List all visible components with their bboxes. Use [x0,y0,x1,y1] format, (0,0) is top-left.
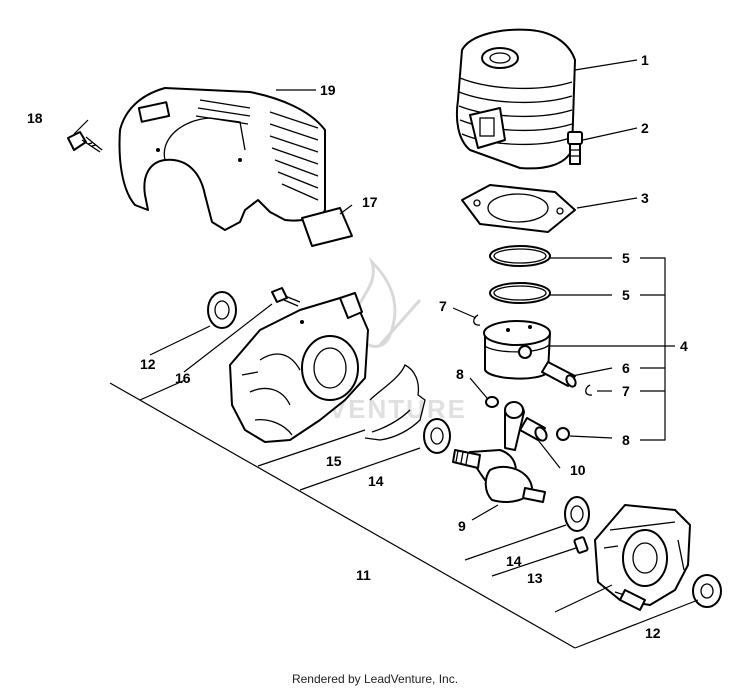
leader-lines [73,59,699,649]
callout-8-right: 8 [622,432,630,448]
footer-credit: Rendered by LeadVenture, Inc. [291,672,459,686]
callout-6: 6 [622,360,630,376]
callout-9: 9 [458,518,466,534]
fan-housing [118,87,326,231]
callout-5-lower: 5 [622,287,630,303]
callout-8-left: 8 [456,366,464,382]
callout-11: 11 [356,567,371,583]
callout-12-upper: 12 [140,356,156,372]
crankcase-right-half [594,504,691,611]
callout-3: 3 [641,190,649,206]
cylinder-gasket [461,184,576,233]
screw [67,131,103,153]
callout-12-lower: 12 [645,625,661,641]
callout-5-upper: 5 [622,250,630,266]
circlip-left [473,314,481,326]
callout-17: 17 [362,194,378,210]
bearing-left [423,418,451,454]
needle-bearing [519,417,548,442]
bearing-right [564,496,590,532]
callout-14-upper: 14 [368,473,384,489]
watermark-logo [352,256,422,348]
callout-10: 10 [570,462,586,478]
crankshaft [452,401,546,503]
callout-7-right: 7 [622,383,630,399]
oil-seal-right [692,574,722,608]
piston-pin [541,361,577,388]
crankcase-screw [271,287,301,307]
oil-seal-left [207,291,237,329]
label-sticker [301,207,353,247]
callout-4: 4 [680,338,688,354]
piston-ring-lower [489,282,551,304]
callout-16: 16 [175,370,191,386]
dowel-pin [573,536,589,554]
piston-ring-upper [489,245,551,267]
callout-15: 15 [326,453,342,469]
callout-2: 2 [641,120,649,136]
callout-14-lower: 14 [506,553,522,569]
spark-plug [567,131,583,165]
callout-13: 13 [527,570,543,586]
thrust-washer-left [485,396,499,408]
callout-19: 19 [320,82,336,98]
crankcase-left-half [229,292,369,443]
thrust-washer-right [556,427,570,441]
crankcase-gasket [364,364,426,441]
piston [483,320,551,380]
cylinder [455,28,576,170]
callout-1: 1 [641,52,649,68]
circlip-right [585,384,593,396]
callout-18: 18 [27,110,43,126]
callout-7-left: 7 [439,298,447,314]
